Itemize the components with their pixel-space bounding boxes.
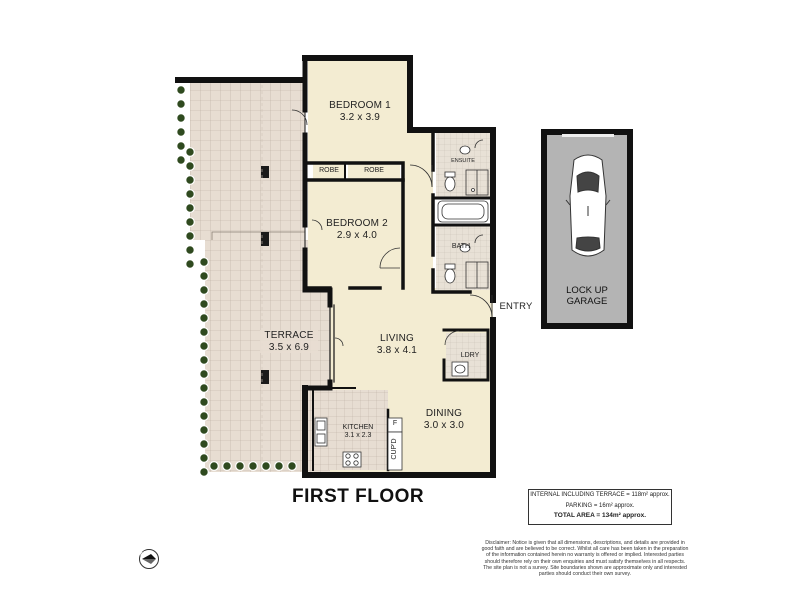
shrub-icon [199,425,209,435]
fridge-label: F [392,420,398,427]
dining-size: 3.0 x 3.0 [423,419,465,431]
shrub-icon [176,85,186,95]
area-summary-box: INTERNAL INCLUDING TERRACE = 118m² appro… [528,489,672,525]
shrub-icon [185,231,195,241]
hedge-plants [176,85,297,477]
parking-area: PARKING = 16m² approx. [565,502,635,509]
shrub-icon [209,461,219,471]
shrub-icon [199,467,209,477]
terrace-name: TERRACE [264,330,314,341]
disclaimer-text: Disclaimer: Notice is given that all dim… [481,540,689,578]
toilet-icon [444,176,456,192]
shrub-icon [185,259,195,269]
lock-up-garage [541,129,633,329]
bedroom1-name: BEDROOM 1 [329,100,391,111]
walls [302,55,496,478]
bath-label: BATH [451,243,471,250]
toilet-icon [444,268,456,284]
door-swings [291,109,493,347]
shrub-icon [199,369,209,379]
living-name: LIVING [380,333,414,344]
cupboard-box [387,431,403,471]
shrub-icon [222,461,232,471]
garage-label: LOCK UP GARAGE [552,285,622,308]
kitchen-label: KITCHEN 3.1 x 2.3 [335,424,381,440]
shrub-icon [287,461,297,471]
cupboard-label: CUP'D [390,438,398,460]
bedroom2-label: BEDROOM 2 2.9 x 4.0 [318,218,396,241]
shrub-icon [199,397,209,407]
bedroom2-name: BEDROOM 2 [326,218,388,229]
shrub-icon [199,453,209,463]
cooktop-icon [342,451,362,468]
living-size: 3.8 x 4.1 [376,344,418,356]
shrub-icon [185,175,195,185]
bedroom1-size: 3.2 x 3.9 [339,111,381,123]
shrub-icon [199,355,209,365]
shrub-icon [185,147,195,157]
basin-icon [459,243,471,253]
living-label: LIVING 3.8 x 4.1 [365,333,429,356]
shrub-icon [176,155,186,165]
bedroom2-size: 2.9 x 4.0 [336,229,378,241]
shrub-icon [185,217,195,227]
north-compass-icon: N [138,548,160,570]
shrub-icon [199,285,209,295]
shrub-icon [261,461,271,471]
basin-icon [459,145,471,155]
shrub-icon [199,383,209,393]
shrub-icon [176,99,186,109]
ensuite-label: ENSUITE [451,158,475,164]
shrub-icon [199,327,209,337]
shrub-icon [199,257,209,267]
shrub-icon [185,189,195,199]
entry-label: ENTRY [499,301,533,312]
shrub-icon [185,245,195,255]
shrub-icon [199,313,209,323]
dining-name: DINING [425,408,463,419]
bedroom1-label: BEDROOM 1 3.2 x 3.9 [325,100,395,123]
shrub-icon [176,113,186,123]
cistern-icon [444,171,456,178]
shrub-icon [199,299,209,309]
shrub-icon [176,127,186,137]
robe1-label: ROBE [319,167,339,174]
shrub-icon [274,461,284,471]
shrub-icon [176,141,186,151]
shrub-icon [199,271,209,281]
shrub-icon [199,341,209,351]
shrub-icon [248,461,258,471]
garage-line2: GARAGE [566,295,608,307]
kitchen-size: 3.1 x 2.3 [344,432,372,440]
floor-title: FIRST FLOOR [292,486,425,507]
kitchen-name: KITCHEN [342,424,374,431]
car-icon [565,154,611,257]
shrub-icon [185,203,195,213]
shrub-icon [199,439,209,449]
terrace-label: TERRACE 3.5 x 6.9 [260,330,318,353]
laundry-label: LDRY [460,352,480,359]
dining-label: DINING 3.0 x 3.0 [412,408,476,431]
internal-area: INTERNAL INCLUDING TERRACE = 118m² appro… [530,492,670,498]
robe2-label: ROBE [364,167,384,174]
compass-letter: N [140,551,146,558]
garage-line1: LOCK UP [566,285,608,296]
total-area: TOTAL AREA = 134m² approx. [553,512,647,519]
shrub-icon [235,461,245,471]
shrub-icon [199,411,209,421]
fixtures [314,145,489,471]
terrace-size: 3.5 x 6.9 [268,341,310,353]
shrub-icon [185,161,195,171]
